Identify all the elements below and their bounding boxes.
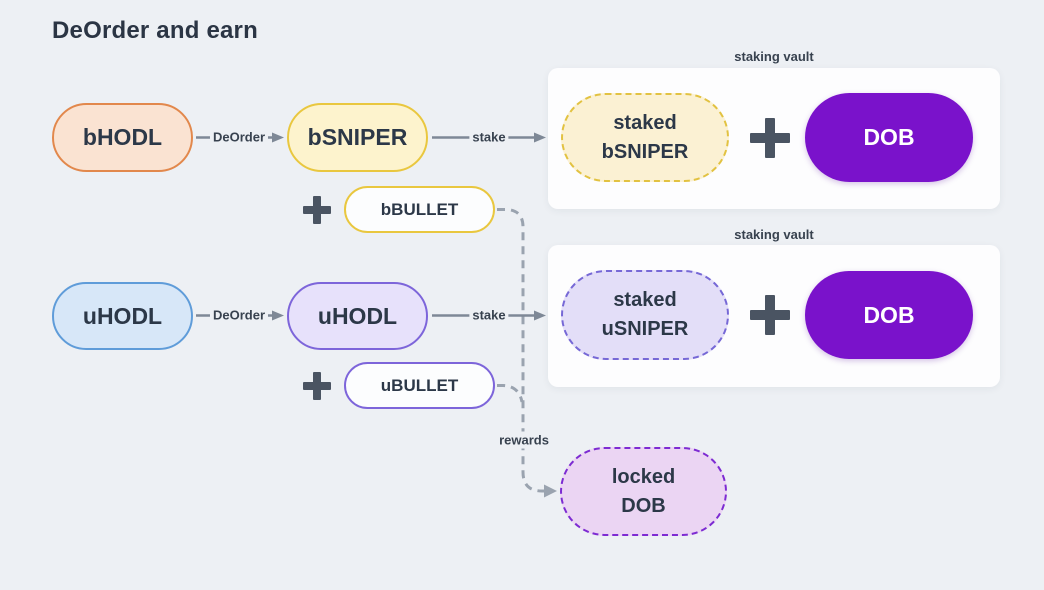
edge-label-stake-top: stake: [469, 128, 509, 146]
node-label-line1: staked: [613, 289, 677, 311]
staking-vault-label-bottom: staking vault: [734, 227, 814, 242]
rewards-path-main: [497, 208, 544, 493]
node-bhodl: bHODL: [52, 103, 193, 172]
arrowhead-deorder-top-icon: [272, 132, 284, 143]
rewards-path-joiner: [497, 384, 524, 403]
node-label: bHODL: [82, 124, 163, 150]
edge-label-deorder-bottom: DeOrder: [209, 306, 269, 324]
arrowhead-stake-bottom-icon: [534, 310, 546, 321]
edge-label-rewards: rewards: [496, 431, 552, 449]
node-label: staked uSNIPER: [602, 286, 689, 344]
node-label: staked bSNIPER: [602, 109, 689, 167]
node-locked-dob: locked DOB: [560, 447, 727, 536]
node-label: bBULLET: [380, 199, 459, 219]
arrowhead-rewards-icon: [544, 484, 557, 498]
node-ubullet: uBULLET: [344, 362, 495, 409]
node-label: DOB: [863, 301, 915, 328]
node-label: uHODL: [317, 302, 398, 329]
edge-label-deorder-top: DeOrder: [209, 128, 269, 146]
plus-icon: [750, 118, 790, 158]
node-label: uHODL: [82, 302, 163, 329]
node-label: bSNIPER: [307, 124, 408, 150]
arrowhead-stake-top-icon: [534, 132, 546, 143]
node-label-line2: uSNIPER: [601, 318, 689, 340]
node-dob-bottom: DOB: [805, 271, 973, 359]
node-label-line1: locked: [611, 465, 676, 488]
node-uhodl-source: uHODL: [52, 282, 193, 350]
node-label-line1: staked: [613, 111, 677, 134]
node-uhodl-deordered: uHODL: [287, 282, 428, 350]
edge-label-stake-bottom: stake: [469, 306, 509, 324]
node-label: uBULLET: [380, 375, 459, 395]
node-label-line2: DOB: [621, 494, 666, 517]
arrowhead-deorder-bottom-icon: [272, 310, 284, 321]
node-label: locked DOB: [612, 463, 675, 521]
node-dob-top: DOB: [805, 93, 973, 182]
node-bbullet: bBULLET: [344, 186, 495, 233]
plus-icon: [303, 372, 331, 400]
staking-vault-label-top: staking vault: [734, 49, 814, 64]
plus-icon: [750, 295, 790, 335]
node-staked-bsniper: staked bSNIPER: [561, 93, 729, 182]
node-bsniper: bSNIPER: [287, 103, 428, 172]
node-label: DOB: [863, 124, 915, 150]
page-title: DeOrder and earn: [52, 17, 258, 44]
node-staked-usniper: staked uSNIPER: [561, 270, 729, 360]
node-label-line2: bSNIPER: [601, 140, 689, 163]
plus-icon: [303, 196, 331, 224]
